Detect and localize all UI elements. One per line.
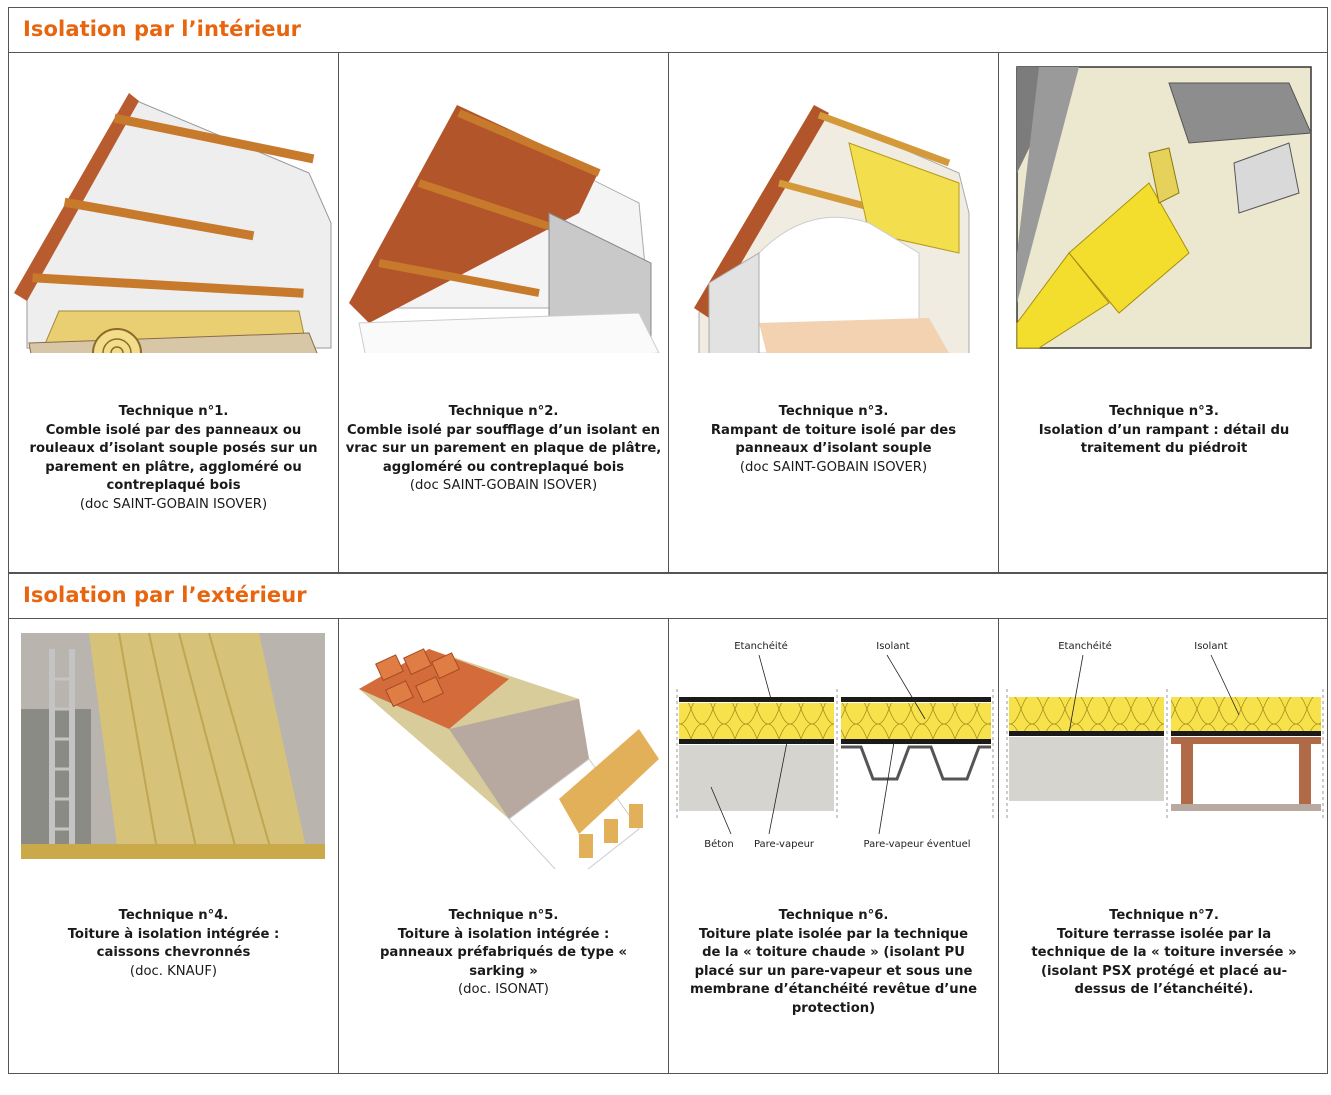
- label-etancheite: Etanchéité: [734, 640, 788, 652]
- sarking-panels-illustration: [339, 619, 669, 869]
- caption: Technique n°6. Toiture plate isolée par …: [669, 907, 998, 1018]
- caption: Technique n°1. Comble isolé par des pann…: [9, 403, 338, 514]
- technique-title: Technique n°1.: [9, 403, 338, 422]
- caption: Technique n°3. Isolation d’un rampant : …: [999, 403, 1329, 459]
- technique-title: Technique n°5.: [339, 907, 668, 926]
- label-isolant: Isolant: [876, 641, 910, 652]
- section-header-interior: Isolation par l’intérieur: [8, 7, 1328, 53]
- technique-source: (doc SAINT-GOBAIN ISOVER): [339, 477, 668, 496]
- caption: Technique n°3. Rampant de toiture isolé …: [669, 403, 998, 477]
- caption: Technique n°7. Toiture terrasse isolée p…: [999, 907, 1329, 1000]
- cell-technique-4: Technique n°4. Toiture à isolation intég…: [9, 619, 339, 1073]
- cell-technique-3b: Technique n°3. Isolation d’un rampant : …: [999, 53, 1329, 572]
- caption: Technique n°4. Toiture à isolation intég…: [9, 907, 338, 981]
- cell-technique-6: Etanchéité Isolant Béton Pare-vapeur Par…: [669, 619, 999, 1073]
- inverted-roof-diagram: Etanchéité Isolant: [999, 619, 1329, 869]
- technique-description: Isolation d’un rampant : détail du trait…: [999, 422, 1329, 459]
- technique-description: Comble isolé par soufflage d’un isolant …: [339, 422, 668, 478]
- cell-technique-3a: Technique n°3. Rampant de toiture isolé …: [669, 53, 999, 572]
- label-pare-vapeur-eventuel: Pare-vapeur éventuel: [863, 838, 970, 850]
- piedroit-detail-illustration: [999, 53, 1329, 353]
- section-title: Isolation par l’extérieur: [23, 583, 307, 607]
- technique-description: Toiture plate isolée par la technique de…: [669, 926, 998, 1019]
- technique-description: Comble isolé par des panneaux ou rouleau…: [9, 422, 338, 496]
- caption: Technique n°2. Comble isolé par soufflag…: [339, 403, 668, 496]
- cell-technique-1: Technique n°1. Comble isolé par des pann…: [9, 53, 339, 572]
- technique-source: (doc SAINT-GOBAIN ISOVER): [9, 496, 338, 515]
- cell-technique-7: Etanchéité Isolant Technique n°7. Toitur…: [999, 619, 1329, 1073]
- attic-rolls-illustration: [9, 53, 339, 353]
- technique-title: Technique n°7.: [999, 907, 1329, 926]
- caption: Technique n°5. Toiture à isolation intég…: [339, 907, 668, 1000]
- label-beton: Béton: [704, 838, 733, 850]
- row-interior: Technique n°1. Comble isolé par des pann…: [8, 53, 1328, 573]
- section-header-exterior: Isolation par l’extérieur: [8, 573, 1328, 619]
- label-isolant: Isolant: [1194, 641, 1228, 652]
- label-pare-vapeur: Pare-vapeur: [754, 839, 815, 850]
- technique-description: Toiture terrasse isolée par la technique…: [999, 926, 1329, 1000]
- technique-source: (doc SAINT-GOBAIN ISOVER): [669, 459, 998, 478]
- technique-title: Technique n°3.: [999, 403, 1329, 422]
- label-etancheite: Etanchéité: [1058, 640, 1112, 652]
- warm-roof-diagram: Etanchéité Isolant Béton Pare-vapeur Par…: [669, 619, 999, 869]
- technique-title: Technique n°2.: [339, 403, 668, 422]
- technique-title: Technique n°3.: [669, 403, 998, 422]
- attic-blown-illustration: [339, 53, 669, 353]
- technique-description: Toiture à isolation intégrée : panneaux …: [339, 926, 668, 982]
- cell-technique-5: Technique n°5. Toiture à isolation intég…: [339, 619, 669, 1073]
- section-title: Isolation par l’intérieur: [23, 17, 301, 41]
- chevron-caissons-photo: [9, 619, 339, 859]
- rafter-insulation-illustration: [669, 53, 999, 353]
- technique-description: Toiture à isolation intégrée : caissons …: [9, 926, 338, 963]
- technique-source: (doc. KNAUF): [9, 963, 338, 982]
- row-exterior: Technique n°4. Toiture à isolation intég…: [8, 619, 1328, 1074]
- technique-description: Rampant de toiture isolé par des panneau…: [669, 422, 998, 459]
- technique-source: (doc. ISONAT): [339, 981, 668, 1000]
- technique-title: Technique n°4.: [9, 907, 338, 926]
- cell-technique-2: Technique n°2. Comble isolé par soufflag…: [339, 53, 669, 572]
- technique-title: Technique n°6.: [669, 907, 998, 926]
